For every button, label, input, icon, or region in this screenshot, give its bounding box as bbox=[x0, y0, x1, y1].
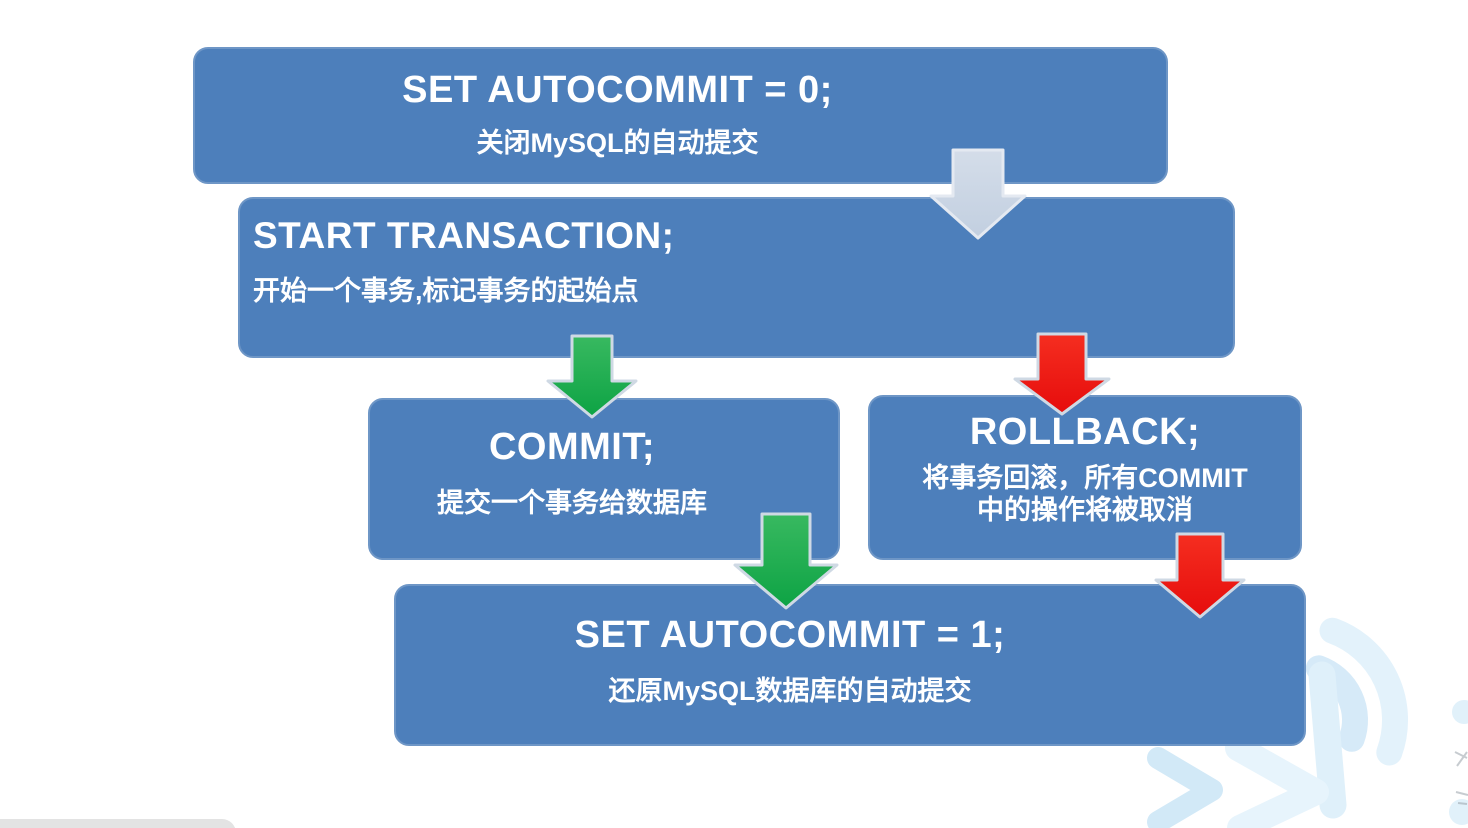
watermark-wifi-arc-inner bbox=[1305, 655, 1368, 752]
node-title: COMMIT; bbox=[488, 426, 656, 468]
watermark-dot-bottom bbox=[1449, 799, 1468, 825]
node-start-transaction: START TRANSACTION; 开始一个事务,标记事务的起始点 bbox=[238, 197, 1235, 358]
watermark-chevron-2 bbox=[1225, 735, 1329, 828]
watermark-wifi-arc-outer bbox=[1319, 617, 1409, 766]
node-title: SET AUTOCOMMIT = 1; bbox=[574, 614, 1006, 656]
node-subtitle-line1: 将事务回滚，所有COMMIT bbox=[922, 463, 1248, 493]
node-rollback: ROLLBACK; 将事务回滚，所有COMMIT 中的操作将被取消 bbox=[868, 395, 1302, 560]
node-subtitle: 还原MySQL数据库的自动提交 bbox=[608, 676, 972, 706]
node-commit: COMMIT; 提交一个事务给数据库 bbox=[368, 398, 840, 560]
node-subtitle: 关闭MySQL的自动提交 bbox=[476, 128, 759, 158]
watermark-bar bbox=[1308, 661, 1347, 819]
node-title: ROLLBACK; bbox=[969, 411, 1201, 453]
watermark-chevron-1 bbox=[1147, 747, 1223, 828]
edge-watermark-text-fragment bbox=[1454, 751, 1468, 805]
bottom-left-clipped-bar bbox=[0, 819, 236, 828]
node-subtitle-line2: 中的操作将被取消 bbox=[977, 495, 1193, 525]
node-title: SET AUTOCOMMIT = 0; bbox=[402, 69, 833, 111]
node-set-autocommit-1: SET AUTOCOMMIT = 1; 还原MySQL数据库的自动提交 bbox=[394, 584, 1306, 746]
node-set-autocommit-0: SET AUTOCOMMIT = 0; 关闭MySQL的自动提交 bbox=[193, 47, 1168, 184]
node-subtitle: 提交一个事务给数据库 bbox=[437, 488, 707, 518]
node-title: START TRANSACTION; bbox=[253, 215, 675, 256]
watermark-dot-top bbox=[1452, 700, 1468, 724]
node-subtitle: 开始一个事务,标记事务的起始点 bbox=[253, 276, 639, 306]
